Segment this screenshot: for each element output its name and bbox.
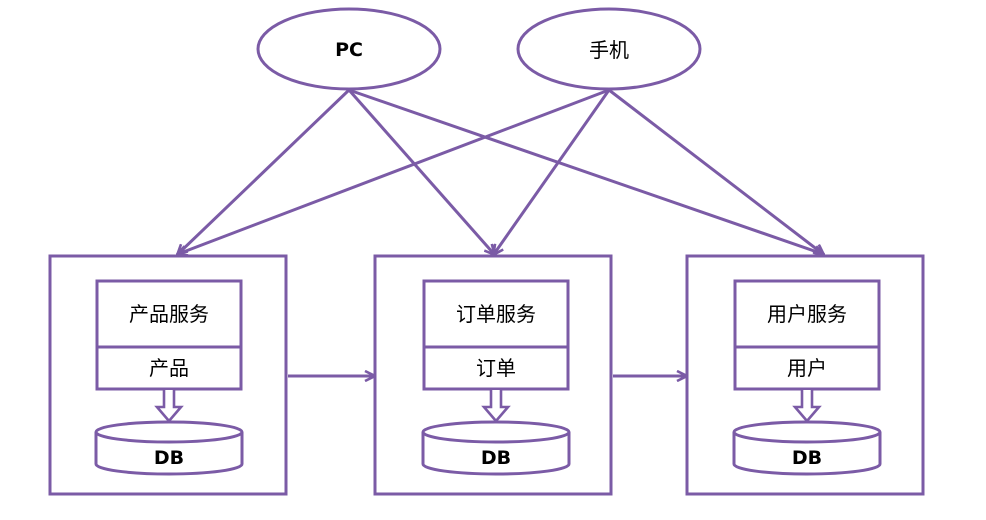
client-pc-label: PC — [335, 39, 363, 61]
order-service-frame — [422, 279, 570, 391]
edge-mobile-to-user-service — [608, 88, 823, 254]
edge-mobile-to-product-service — [178, 88, 610, 254]
user-service-frame — [733, 279, 881, 391]
client-mobile-ellipse — [516, 7, 702, 91]
edge-pc-to-order-service — [347, 89, 494, 254]
order-db-cylinder: DB — [421, 420, 571, 476]
product-db-label: DB — [154, 447, 184, 469]
order-db-label: DB — [481, 447, 511, 469]
product-service-frame — [95, 279, 243, 391]
user-service-label: 用户服务 — [767, 302, 847, 326]
client-pc-node: PC — [256, 7, 442, 91]
edge-pc-to-user-service — [348, 88, 823, 254]
client-mobile-node: 手机 — [516, 7, 702, 91]
product-service-box: 产品服务 产品 — [95, 279, 243, 391]
order-data-label: 订单 — [476, 356, 516, 380]
product-db-cylinder: DB — [94, 420, 244, 476]
client-mobile-label: 手机 — [589, 38, 629, 62]
order-service-box: 订单服务 订单 — [422, 279, 570, 391]
user-db-cylinder: DB — [732, 420, 882, 476]
order-service-label: 订单服务 — [456, 302, 536, 326]
user-data-label: 用户 — [787, 356, 827, 380]
product-data-label: 产品 — [149, 356, 189, 380]
edge-pc-to-product-service — [178, 88, 351, 254]
edge-mobile-to-order-service — [494, 89, 611, 254]
user-db-label: DB — [792, 447, 822, 469]
client-pc-ellipse — [256, 7, 442, 91]
product-service-label: 产品服务 — [129, 302, 209, 326]
user-service-box: 用户服务 用户 — [733, 279, 881, 391]
